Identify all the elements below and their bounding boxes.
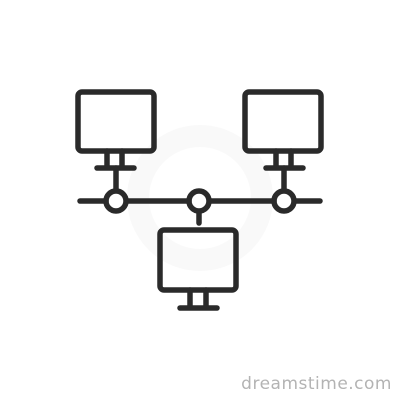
network-drawing xyxy=(75,89,324,311)
network-node-center xyxy=(186,188,212,214)
network-node-left xyxy=(103,188,129,214)
watermark-ring-mark xyxy=(127,125,273,271)
monitor-bottom-icon xyxy=(157,227,239,311)
network-node-right xyxy=(271,188,297,214)
watermark-text: dreamstime.com xyxy=(241,374,392,394)
monitor-right-icon xyxy=(242,89,324,171)
